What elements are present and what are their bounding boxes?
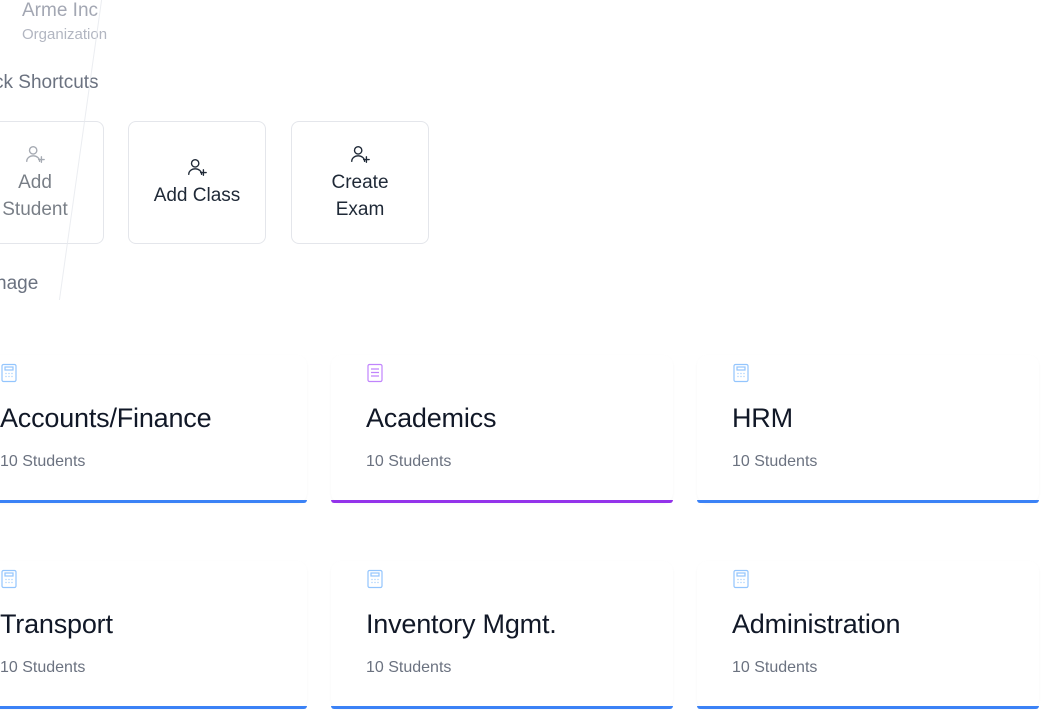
calculator-icon bbox=[733, 363, 749, 383]
module-card-academics[interactable]: Academics 10 Students bbox=[331, 355, 673, 503]
module-card-transport[interactable]: Transport 10 Students bbox=[0, 561, 307, 709]
calculator-icon bbox=[1, 569, 17, 589]
add-class-shortcut[interactable]: Add Class bbox=[128, 121, 266, 244]
calculator-icon bbox=[1, 363, 17, 383]
module-student-count: 10 Students bbox=[732, 659, 818, 676]
create-exam-shortcut[interactable]: Create Exam bbox=[291, 121, 429, 244]
module-title: Inventory Mgmt. bbox=[366, 609, 557, 639]
shortcut-label: Add Student bbox=[2, 171, 68, 220]
card-accent-bar bbox=[0, 706, 307, 709]
card-accent-bar bbox=[331, 706, 673, 709]
module-title: Transport bbox=[0, 609, 113, 639]
module-card-inventory[interactable]: Inventory Mgmt. 10 Students bbox=[331, 561, 673, 709]
user-plus-icon bbox=[188, 158, 207, 176]
card-accent-bar bbox=[331, 500, 673, 503]
module-title: Accounts/Finance bbox=[0, 403, 212, 433]
calculator-icon bbox=[733, 569, 749, 589]
module-student-count: 10 Students bbox=[732, 453, 818, 470]
module-title: Academics bbox=[366, 403, 497, 433]
card-accent-bar bbox=[697, 500, 1039, 503]
module-card-accounts-finance[interactable]: Accounts/Finance 10 Students bbox=[0, 355, 307, 503]
module-title: Administration bbox=[732, 609, 901, 639]
organization-header: Arme Inc Organization bbox=[22, 0, 107, 45]
add-student-shortcut[interactable]: Add Student bbox=[0, 121, 104, 244]
user-plus-icon bbox=[351, 145, 370, 163]
document-icon bbox=[367, 363, 383, 383]
module-student-count: 10 Students bbox=[0, 659, 86, 676]
quick-shortcuts-title: ck Shortcuts bbox=[0, 72, 99, 93]
module-title: HRM bbox=[732, 403, 793, 433]
card-accent-bar bbox=[697, 706, 1039, 709]
card-accent-bar bbox=[0, 500, 307, 503]
organization-subtitle: Organization bbox=[22, 26, 108, 43]
module-student-count: 10 Students bbox=[366, 453, 452, 470]
organization-name: Arme Inc bbox=[22, 0, 99, 21]
module-student-count: 10 Students bbox=[366, 659, 452, 676]
calculator-icon bbox=[367, 569, 383, 589]
shortcut-label: Add Class bbox=[153, 185, 241, 206]
module-card-administration[interactable]: Administration 10 Students bbox=[697, 561, 1039, 709]
manage-title: nage bbox=[0, 273, 39, 294]
shortcut-label: Create Exam bbox=[331, 171, 389, 220]
module-card-hrm[interactable]: HRM 10 Students bbox=[697, 355, 1039, 503]
module-student-count: 10 Students bbox=[0, 453, 86, 470]
user-plus-icon bbox=[26, 145, 45, 163]
